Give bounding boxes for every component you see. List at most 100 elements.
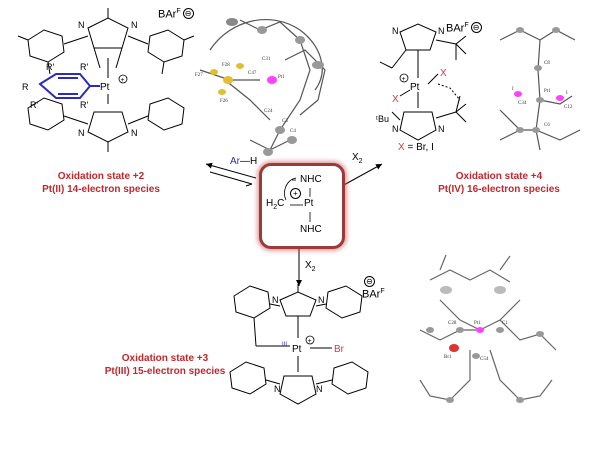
center-methylene-h: H [266,198,274,209]
tr-charge-circle [399,73,409,83]
reagent-left-dash: — [240,156,250,167]
xtr-atom-1: C8 [544,61,550,66]
bm-n4: N [316,384,323,394]
center-methylene-sub: 2 [273,204,278,211]
label-pt3-line2: Pt(III) 15-electron species [104,366,226,377]
xtl-atom-6: C31 [262,57,271,62]
tl-n2: N [131,20,138,30]
counterion-tr-charge: ⊖ [470,22,482,33]
xray-top-right-atoms [514,27,564,133]
xtl-atom-5: Pt1 [278,75,285,80]
tr-metal: Pt [410,82,420,93]
reagent-left-ar: Ar [230,156,240,167]
center-top-ligand: NHC [300,174,322,185]
bm-halide: Br [334,344,345,355]
xbr-atom-5: C54 [480,357,489,362]
xbr-atom-1: C28 [448,321,457,326]
center-methylene: H2C [266,198,284,211]
counterion-bm-base: BAr [362,288,381,301]
reagent-right-x: X [352,152,359,163]
tr-n4: N [438,124,445,134]
label-pt2-line1: Oxidation state +2 [57,171,145,182]
label-pt2-line2: Pt(II) 14-electron species [42,184,160,195]
struct-bottom-middle [229,284,369,405]
xtl-atom-2: F28 [222,63,230,68]
reagent-left-h: H [250,156,258,167]
struct-top-left [17,8,195,152]
tr-n3: N [392,124,399,134]
xtr-atom-2: Pt1 [544,89,551,94]
tl-sub-5: R [22,82,29,92]
tl-metal: Pt [100,82,110,93]
bm-metal: Pt [292,344,302,355]
counterion-bm-sup: F [380,288,385,295]
xtr-atom-6: I [512,87,514,92]
tr-charge: + [402,76,406,83]
label-pt3-line1: Oxidation state +3 [121,353,209,364]
label-pt4: Oxidation state +4 Pt(IV) 16-electron sp… [424,170,574,196]
counterion-tl-base: BAr [158,8,177,21]
counterion-tr-sup: F [464,22,469,29]
counterion-top-left: BArF⊖ [158,8,194,21]
reagent-down: X2 [305,260,316,273]
counterion-tl-charge: ⊖ [182,8,194,19]
bm-charge: + [308,338,312,345]
xtr-atom-5: C6 [544,123,550,128]
arrow-right [341,163,383,187]
center-bonds [284,177,311,222]
xray-top-left-atoms [210,18,324,156]
center-methylene-c: C [277,198,285,209]
center-metal: Pt [304,198,314,209]
reagent-down-sub: 2 [311,266,316,273]
xtl-atom-3: F26 [220,99,228,104]
tr-n2: N [438,26,445,36]
xtr-atom-7: I [566,91,568,96]
tl-sub-1: R' [46,62,54,72]
tr-legend-rest: = Br, I [405,142,434,153]
tr-legend-x: X [398,142,405,153]
reagent-right: X2 [352,152,363,165]
xbr-atom-2: Pt1 [474,321,481,326]
center-charge: + [290,188,301,199]
xbr-atom-4: Br1 [444,355,452,360]
reagent-left: Ar—H [230,156,257,167]
label-pt3: Oxidation state +3 Pt(III) 15-electron s… [90,352,240,378]
bm-n3: N [274,384,281,394]
bm-charge-circle [305,335,315,345]
tl-sub-2: R' [80,62,88,72]
xray-top-left [199,19,326,151]
label-pt4-line1: Oxidation state +4 [455,171,543,182]
xbr-atom-3: C1 [502,321,508,326]
starting-complex-box: NHC Pt H2C NHC + [259,163,345,249]
tl-n3: N [78,128,85,138]
bm-n1: N [272,295,279,305]
tl-charge-circle [118,74,128,84]
reagent-down-x: X [305,260,312,271]
xray-bottom-right-atoms [426,286,544,403]
label-pt2: Oxidation state +2 Pt(II) 14-electron sp… [28,170,174,196]
tl-n4: N [131,128,138,138]
tr-tbu: ᵗBu [376,114,389,124]
xtr-atom-4: C12 [564,105,573,110]
tl-sub-3: R' [30,100,38,110]
tl-n1: N [78,20,85,30]
tr-n1: N [392,26,399,36]
xtl-atom-1: F27 [195,73,203,78]
counterion-tr-base: BAr [446,22,465,35]
tl-sub-4: R' [80,100,88,110]
xtl-atom-7: C24 [264,109,273,114]
reagent-right-sub: 2 [358,158,363,165]
tl-charge: + [121,77,125,84]
struct-top-right [379,23,467,141]
aryl-ring [38,73,100,99]
arrow-left-equilibrium [205,162,257,187]
center-bottom-ligand: NHC [300,224,322,235]
bm-ox-mark: III [282,342,287,348]
xtl-atom-4: C47 [248,71,257,76]
xtr-atom-3: C34 [518,101,527,106]
counterion-bm-charge: ⊖ [364,276,375,287]
xray-bottom-right [419,254,557,401]
counterion-top-right: BArF⊖ [446,22,482,35]
counterion-tl-sup: F [176,8,181,15]
